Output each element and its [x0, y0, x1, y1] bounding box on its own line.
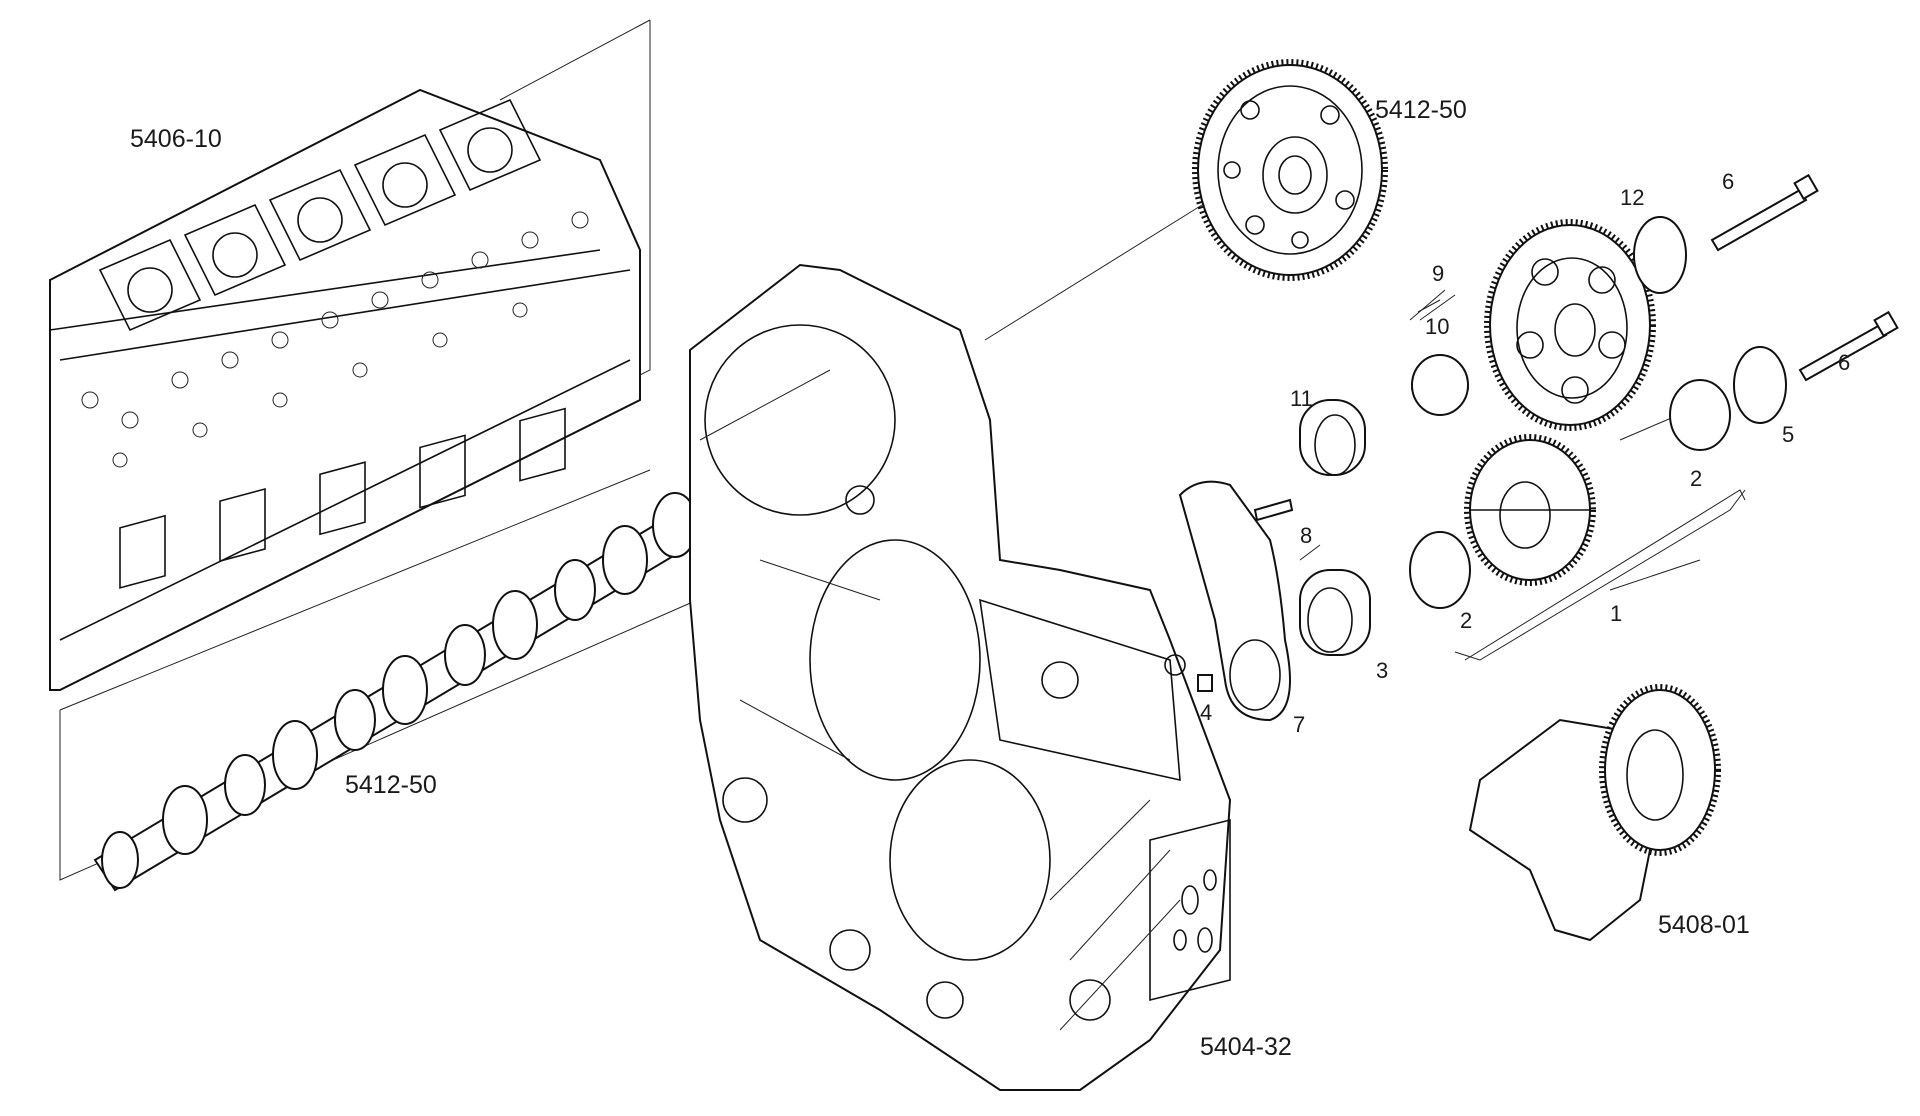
callout-12: 12	[1620, 185, 1644, 210]
idler-gear-small-drawing	[1464, 434, 1596, 586]
label-camshaft: 5412-50	[345, 771, 437, 799]
callout-numbers: 1 2 2 3 4 5 6 6 7 8 9 10 11 12	[1200, 169, 1850, 737]
group-bracket	[1454, 489, 1746, 661]
callout-6: 6	[1722, 169, 1734, 194]
callout-4: 4	[1200, 700, 1212, 725]
label-cam-gear: 5412-50	[1375, 96, 1467, 124]
label-timing-housing: 5404-32	[1200, 1033, 1292, 1061]
idler-gear-large-drawing	[1484, 219, 1656, 431]
callout-9: 9	[1432, 261, 1444, 286]
callout-10: 10	[1425, 314, 1449, 339]
callout-11: 11	[1290, 386, 1313, 411]
callout-8: 8	[1300, 523, 1312, 548]
label-cylinder-head: 5406-10	[130, 125, 222, 153]
callout-2b: 2	[1460, 608, 1472, 633]
callout-2: 2	[1690, 466, 1702, 491]
small-parts-drawing	[1178, 173, 1899, 722]
cylinder-head-drawing	[49, 19, 651, 691]
callout-3: 3	[1376, 658, 1388, 683]
group-labels: 5406-10 5412-50 5412-50 5404-32 5408-01	[130, 96, 1750, 1061]
callout-5: 5	[1782, 422, 1794, 447]
callout-6b: 6	[1838, 350, 1850, 375]
label-crankshaft: 5408-01	[1658, 911, 1750, 939]
callout-7: 7	[1293, 712, 1305, 737]
crankshaft-drawing	[1468, 684, 1721, 942]
callout-1: 1	[1610, 601, 1622, 626]
cam-gear-drawing	[1192, 59, 1388, 281]
timing-housing-drawing	[689, 263, 1232, 1091]
camshaft-drawing	[59, 469, 721, 892]
